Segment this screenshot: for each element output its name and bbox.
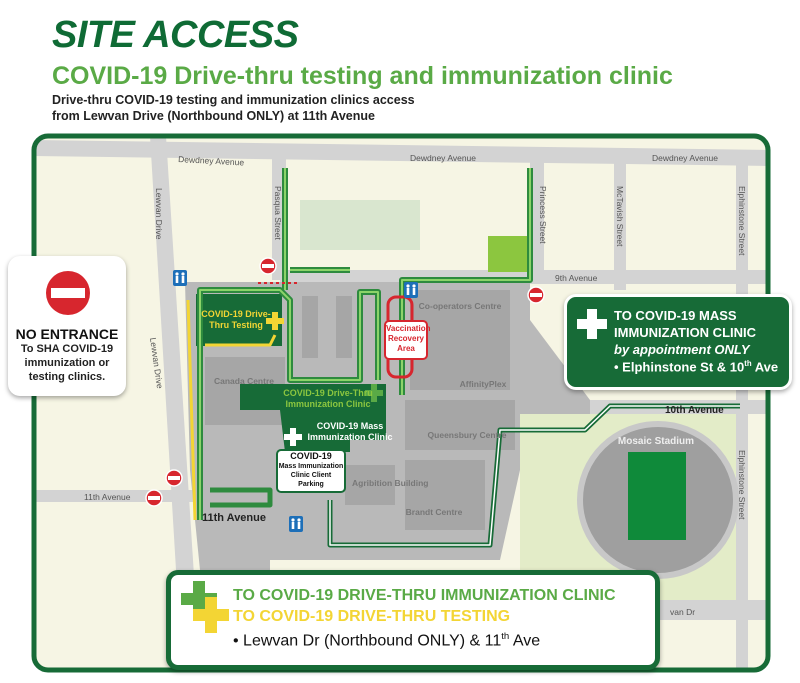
map-frame xyxy=(31,133,771,673)
washroom-icon xyxy=(289,516,303,532)
building-coop: Co-operators Centre xyxy=(419,301,502,311)
street-dewdney-e: Dewdney Avenue xyxy=(652,153,718,163)
building-brandt: Brandt Centre xyxy=(406,507,463,517)
medical-cross-icon xyxy=(577,309,607,339)
address-sup: th xyxy=(744,359,752,368)
client-parking-box: COVID-19 Mass Immunization Clinic Client… xyxy=(276,449,346,493)
no-entry-icon xyxy=(46,271,90,315)
no-entrance-heading: NO ENTRANCE xyxy=(15,326,119,342)
no-entry-icon xyxy=(259,257,277,275)
immunization-cross-icon xyxy=(365,384,383,402)
testing-zone-label: COVID-19 Drive-Thru Testing xyxy=(201,309,271,330)
building-queensbury: Queensbury Centre xyxy=(428,430,507,440)
parking-title: COVID-19 xyxy=(290,451,332,461)
address-text: • Lewvan Dr (Northbound ONLY) & 11 xyxy=(233,632,502,650)
park xyxy=(488,236,532,272)
testing-cross-icon xyxy=(266,312,284,330)
address-end: Ave xyxy=(509,632,541,650)
building-agribition: Agribition Building xyxy=(352,478,428,488)
street-11th: 11th Avenue xyxy=(202,512,266,524)
street-lewvan-n: Lewvan Drive xyxy=(154,188,164,240)
washroom-icon xyxy=(173,270,187,286)
drive-immunization-label: COVID-19 Drive-Thru Immunization Clinic xyxy=(283,388,373,409)
page-title: SITE ACCESS xyxy=(52,14,299,56)
street-9th: 9th Avenue xyxy=(555,273,598,283)
building-affinityplex: AffinityPlex xyxy=(460,379,507,389)
parking-subtitle: Mass Immunization Clinic Client Parking xyxy=(278,463,344,488)
no-entrance-box: NO ENTRANCE To SHA COVID-19 immunization… xyxy=(8,256,126,396)
no-entrance-text: To SHA COVID-19 immunization or testing … xyxy=(20,343,114,383)
street-mctavish: McTavish Street xyxy=(615,186,625,247)
green-space xyxy=(300,200,420,250)
street-elphinstone-n: Elphinstone Street xyxy=(737,186,747,256)
street-dewdney-w: Dewdney Avenue xyxy=(178,154,245,167)
street-elphinstone-s: Elphinstone Street xyxy=(737,450,747,520)
description-line-2: from Lewvan Drive (Northbound ONLY) at 1… xyxy=(52,109,375,123)
no-entry-icon xyxy=(145,489,163,507)
vaccination-recovery-label: Vaccination Recovery Area xyxy=(384,320,430,360)
page-subtitle: COVID-19 Drive-thru testing and immuniza… xyxy=(52,62,673,90)
drive-routes xyxy=(186,168,740,548)
stadium-field xyxy=(628,452,686,540)
mass-clinic-cross-icon xyxy=(284,428,302,446)
washroom-icon xyxy=(404,282,418,298)
drive-box-line1: TO COVID-19 DRIVE-THRU IMMUNIZATION CLIN… xyxy=(233,587,616,604)
description-line-1: Drive-thru COVID-19 testing and immuniza… xyxy=(52,93,415,107)
street-11th-w: 11th Avenue xyxy=(84,492,131,502)
drive-thru-directions-box: TO COVID-19 DRIVE-THRU IMMUNIZATION CLIN… xyxy=(166,570,660,670)
mass-box-line3: by appointment ONLY xyxy=(614,342,750,357)
drive-box-line2: TO COVID-19 DRIVE-THRU TESTING xyxy=(233,608,511,625)
mass-box-address: • Elphinstone St & 10th Ave xyxy=(614,359,778,374)
no-entry-icon xyxy=(527,286,545,304)
mass-clinic-directions-box: TO COVID-19 MASS IMMUNIZATION CLINIC by … xyxy=(564,294,792,390)
street-dewdney-c: Dewdney Avenue xyxy=(410,153,476,163)
no-entry-icon xyxy=(165,469,183,487)
mass-box-line1: TO COVID-19 MASS xyxy=(614,308,737,323)
address-text: • Elphinstone St & 10 xyxy=(614,359,745,375)
immunization-zone xyxy=(240,384,386,452)
address-sup: th xyxy=(501,631,510,642)
street-10th: 10th Avenue xyxy=(665,405,724,416)
medical-cross-icons xyxy=(181,581,229,633)
drive-box-address: • Lewvan Dr (Northbound ONLY) & 11th Ave xyxy=(233,631,540,650)
building-canada-centre: Canada Centre xyxy=(214,376,274,386)
mass-box-line2: IMMUNIZATION CLINIC xyxy=(614,325,757,340)
mass-clinic-label: COVID-19 Mass Immunization Clinic xyxy=(307,421,393,442)
street-lewvan-partial: van Dr xyxy=(670,607,695,617)
building-mosaic-stadium: Mosaic Stadium xyxy=(618,436,694,447)
street-princess: Princess Street xyxy=(538,186,548,244)
address-end: Ave xyxy=(751,359,779,375)
street-pasqua: Pasqua Street xyxy=(273,186,283,241)
